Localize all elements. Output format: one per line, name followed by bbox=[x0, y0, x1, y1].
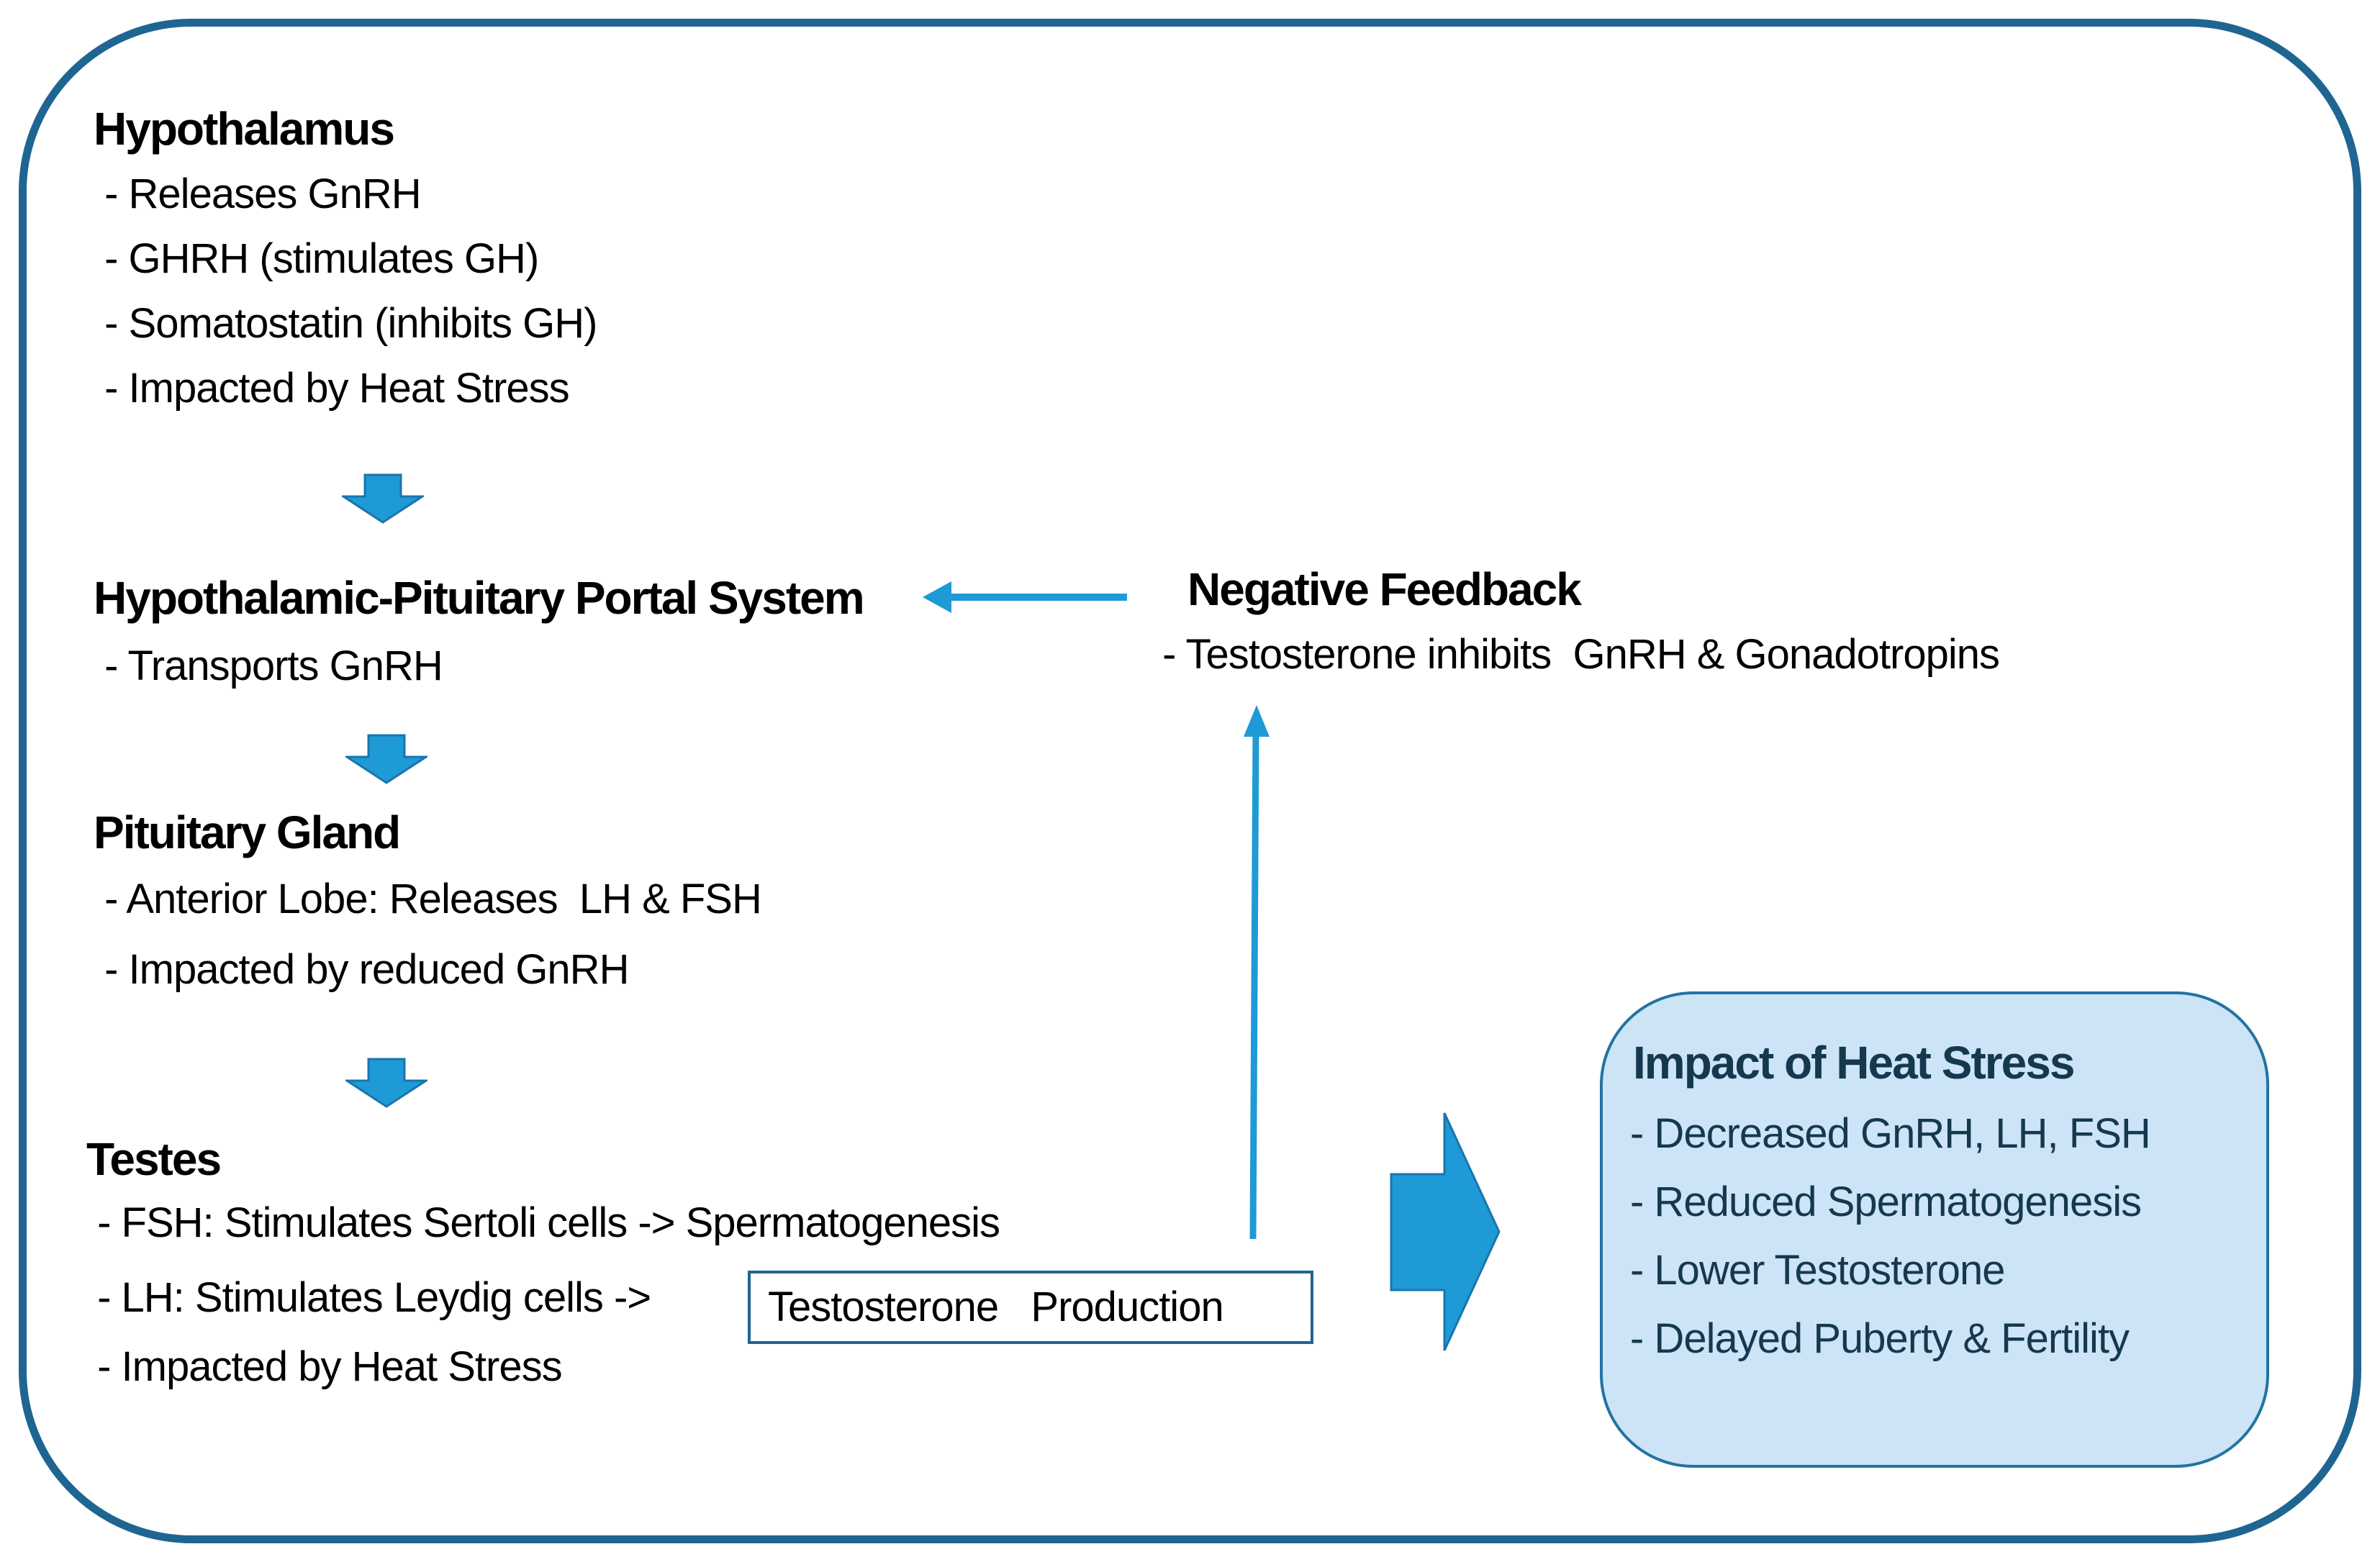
testes-title: Testes bbox=[86, 1133, 222, 1185]
pituitary-item: - Impacted by reduced GnRH bbox=[94, 946, 629, 993]
up-arrow-icon bbox=[1244, 705, 1270, 1240]
pituitary-title: Pituitary Gland bbox=[94, 807, 401, 858]
impact-item: - Delayed Puberty & Fertility bbox=[1630, 1315, 2130, 1362]
testes-fsh-line: - FSH: Stimulates Sertoli cells -> Sperm… bbox=[86, 1199, 1000, 1246]
big-right-arrow-icon bbox=[1390, 1112, 1501, 1351]
negative-feedback-title: Negative Feedback bbox=[1187, 563, 1582, 615]
impact-item: - Decreased GnRH, LH, FSH bbox=[1630, 1110, 2151, 1157]
hypothalamus-item: - Releases GnRH bbox=[94, 171, 421, 217]
left-arrow-icon bbox=[923, 581, 1127, 613]
down-arrow-icon bbox=[342, 473, 424, 524]
negative-feedback-item: - Testosterone inhibits GnRH & Gonadotro… bbox=[1151, 631, 2000, 678]
testes-lh-line: - LH: Stimulates Leydig cells -> bbox=[86, 1274, 651, 1321]
portal-system-item: - Transports GnRH bbox=[94, 642, 443, 689]
hypothalamus-item: - GHRH (stimulates GH) bbox=[94, 235, 539, 282]
testosterone-production-box: Testosterone Production bbox=[748, 1271, 1313, 1344]
down-arrow-icon bbox=[345, 1058, 427, 1108]
impact-of-heat-stress-box: Impact of Heat Stress - Decreased GnRH, … bbox=[1600, 991, 2269, 1468]
pituitary-item: - Anterior Lobe: Releases LH & FSH bbox=[94, 876, 762, 922]
impact-item: - Lower Testosterone bbox=[1630, 1247, 2006, 1294]
impact-title: Impact of Heat Stress bbox=[1633, 1037, 2075, 1089]
outer-rounded-border bbox=[19, 19, 2361, 1543]
impact-item: - Reduced Spermatogenesis bbox=[1630, 1179, 2142, 1225]
hypothalamus-item: - Impacted by Heat Stress bbox=[94, 365, 569, 412]
portal-system-title: Hypothalamic-Pituitary Portal System bbox=[94, 572, 865, 624]
hypothalamus-item: - Somatostatin (inhibits GH) bbox=[94, 300, 597, 347]
testes-impacted-line: - Impacted by Heat Stress bbox=[86, 1343, 562, 1390]
down-arrow-icon bbox=[345, 734, 427, 784]
testosterone-production-label: Testosterone Production bbox=[768, 1283, 1224, 1330]
hypothalamus-title: Hypothalamus bbox=[94, 103, 395, 155]
